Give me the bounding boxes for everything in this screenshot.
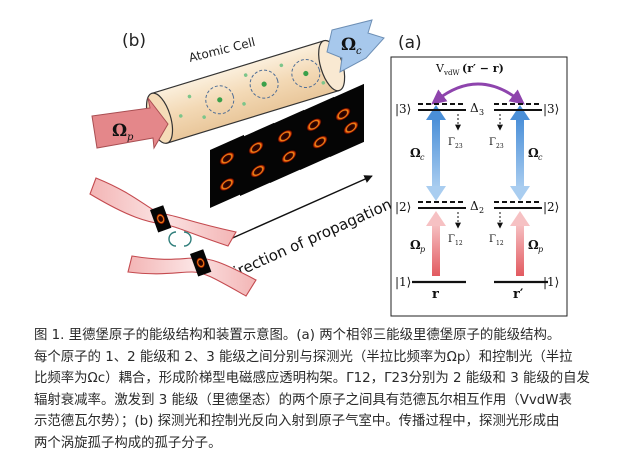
omega-c-right-sub: c	[538, 153, 543, 162]
caption-line-3: 比频率为Ωc）耦合，形成阶梯型电磁感应透明构架。Γ12，Γ23分别为 2 能级和…	[34, 371, 590, 387]
state1-right: |1⟩	[543, 275, 559, 289]
gamma23-left-sub: 23	[455, 143, 463, 150]
atom-left-position: r	[432, 287, 439, 302]
probe-beam-arrow	[91, 97, 169, 150]
omega-c-left: Ω	[410, 146, 421, 160]
soliton-snapshots	[210, 83, 364, 208]
gamma23-right-sub: 23	[496, 143, 504, 150]
vdw-label: V	[435, 62, 445, 75]
propagation-arrow	[227, 175, 373, 241]
state3-right: |3⟩	[543, 102, 559, 116]
gamma12-left-sub: 12	[455, 240, 463, 247]
state3-left: |3⟩	[395, 102, 411, 116]
omega-p-right-sub: p	[538, 245, 543, 254]
state2-right: |2⟩	[543, 200, 559, 214]
atomic-cell-label: Atomic Cell	[187, 35, 256, 65]
vortex-beams	[89, 177, 257, 297]
probe-arrows	[426, 211, 530, 276]
delta2-sub: 2	[479, 206, 484, 215]
omega-p-sub: p	[127, 132, 134, 143]
caption-line-6: 两个涡旋孤子构成的孤子分子。	[34, 435, 222, 451]
vdw-sub: vdW	[443, 69, 460, 77]
caption-line-1: 图 1. 里德堡原子的能级结构和装置示意图。(a) 两个相邻三能级里德堡原子的能…	[34, 328, 561, 343]
figure-caption: 图 1. 里德堡原子的能级结构和装置示意图。(a) 两个相邻三能级里德堡原子的能…	[34, 325, 616, 455]
caption-line-2: 每个原子的 1、2 能级和 2、3 能级之间分别与探测光（半拉比频率为Ωp）和控…	[34, 349, 573, 365]
gamma23-left: Γ	[448, 137, 455, 148]
state1-left: |1⟩	[395, 275, 411, 289]
level-diagram-frame	[390, 56, 568, 317]
vdw-interaction-arc	[431, 82, 525, 105]
omega-p-symbol: Ω	[112, 121, 127, 141]
panel-a-label: (a)	[398, 33, 422, 53]
omega-c-right: Ω	[528, 146, 539, 160]
omega-c-sub: c	[356, 46, 362, 57]
caption-line-5: 示范德瓦尔势）；(b) 探测光和控制光反向入射到原子气室中。传播过程中，探测光形…	[34, 414, 560, 430]
direction-label: Direction of propagation	[220, 195, 394, 286]
gamma12-right: Γ	[489, 234, 496, 245]
energy-levels	[412, 103, 548, 284]
caption-line-4: 辐射衰减率。激发到 3 能级（里德堡态）的两个原子之间具有范德瓦尔相互作用（Vv…	[34, 392, 572, 408]
gamma23-right: Γ	[489, 137, 496, 148]
control-arrows	[426, 105, 530, 201]
omega-p-left-sub: p	[420, 245, 425, 254]
atom-right-position: r′	[513, 287, 524, 302]
omega-c-left-sub: c	[420, 153, 425, 162]
delta3-sub: 3	[479, 108, 484, 117]
omega-p-right: Ω	[528, 238, 539, 252]
gamma12-right-sub: 12	[496, 240, 504, 247]
state2-left: |2⟩	[395, 200, 411, 214]
figure: (b) Atomic Cell Ω c Ω p	[89, 19, 568, 317]
delta2: Δ	[470, 199, 479, 213]
omega-c-symbol: Ω	[341, 35, 356, 55]
panel-b-label: (b)	[122, 31, 146, 51]
vdw-arg: (r′ − r)	[462, 62, 504, 75]
decay-arrows	[455, 114, 503, 229]
delta3: Δ	[470, 101, 479, 115]
omega-p-left: Ω	[410, 238, 421, 252]
control-beam-arrow	[326, 19, 385, 73]
gamma12-left: Γ	[448, 234, 455, 245]
